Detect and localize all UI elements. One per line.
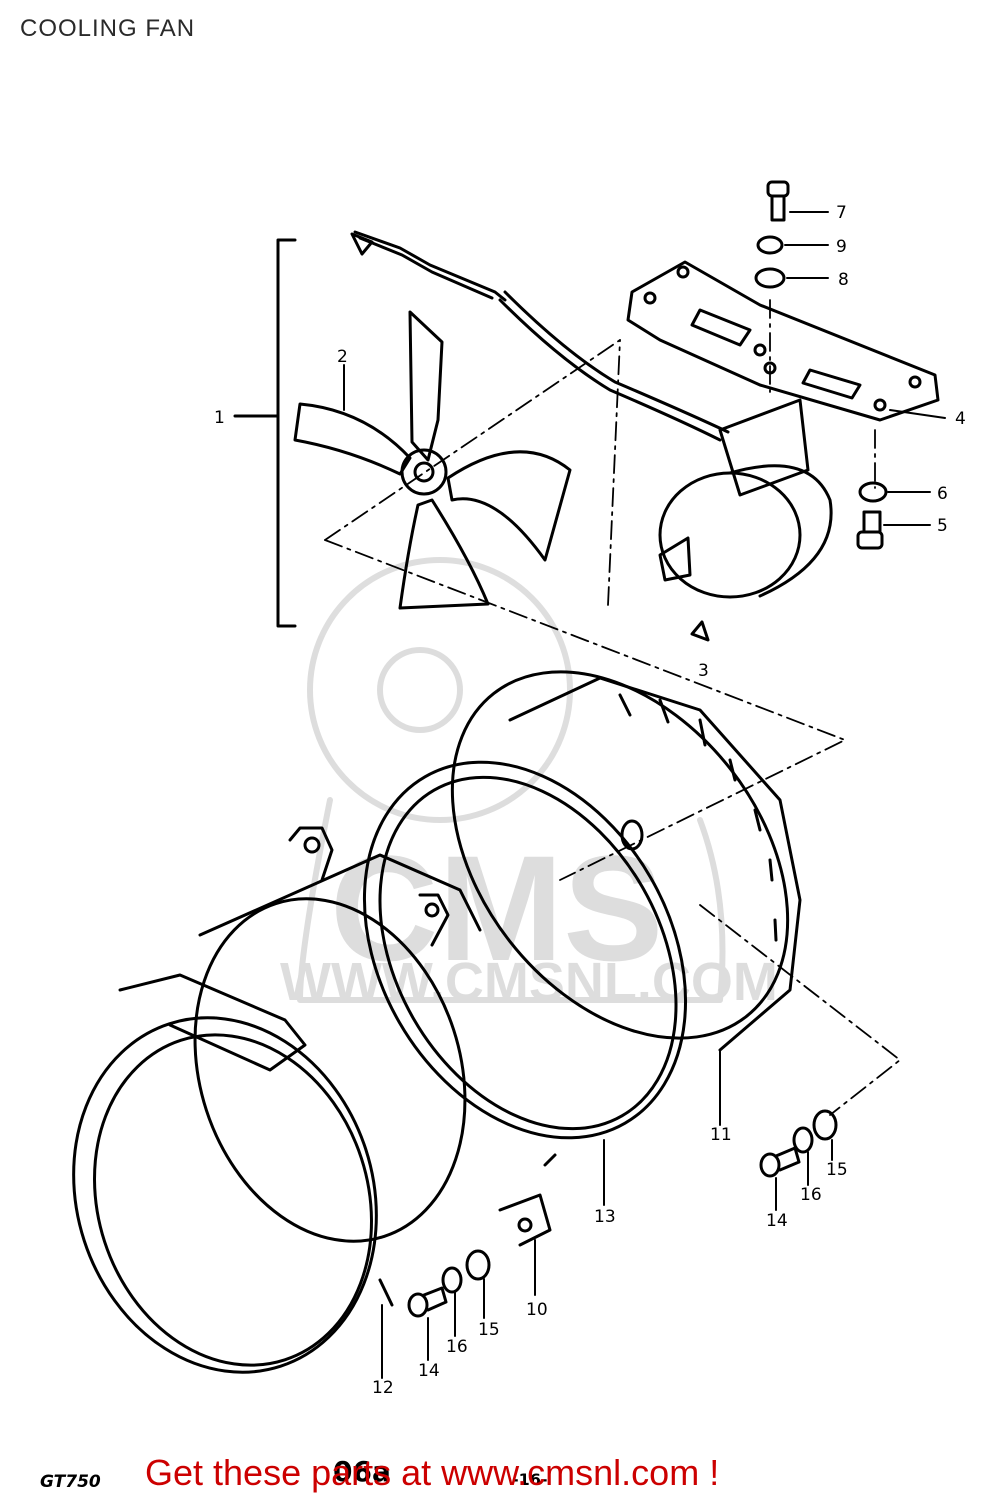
band-clamp-13 [362,760,688,1140]
page-title: COOLING FAN [20,15,196,42]
washer-15-right [812,1109,838,1141]
callout-13: 13 [594,1207,616,1227]
callout-3: 3 [698,661,709,681]
callout-15-lower: 15 [478,1320,500,1340]
bolt-5 [856,510,884,550]
assembly-bracket [233,238,297,628]
callout-5: 5 [937,516,948,536]
callout-10: 10 [526,1300,548,1320]
cms-watermark-logo: CMS WWW.CMSNL.COM [280,557,778,1012]
callout-6: 6 [937,484,948,504]
lockwasher-16-right [792,1126,814,1154]
callout-2: 2 [337,347,348,367]
alignment-lines [324,299,901,1116]
fan-blade [293,232,572,610]
mounting-plate [626,260,940,422]
fan-shroud-11 [450,670,802,1052]
get-parts-link[interactable]: Get these parts at www.cmsnl.com ! [145,1452,720,1493]
callout-9: 9 [836,237,847,257]
washer-8 [754,267,786,289]
fan-motor [353,230,833,642]
page-code: 06a [333,1455,391,1488]
callout-11: 11 [710,1125,732,1145]
callout-16-right: 16 [800,1185,822,1205]
bolt-7 [766,180,790,222]
callout-16-lower: 16 [446,1337,468,1357]
outer-ring-12 [72,973,394,1374]
page-suffix: -16- [512,1470,548,1489]
duct-10 [193,826,557,1247]
washer-15-lower [465,1249,491,1281]
callout-4: 4 [955,409,966,429]
callout-8: 8 [838,270,849,290]
callout-14-right: 14 [766,1211,788,1231]
watermark-url-text: WWW.CMSNL.COM [280,952,778,1012]
callout-7: 7 [836,203,847,223]
washer-6 [858,481,888,503]
lockwasher-16-lower [441,1266,463,1294]
bolt-14-right [759,1146,801,1178]
callout-1: 1 [214,408,225,428]
callout-15-right: 15 [826,1160,848,1180]
callout-labels: 1 2 3 4 5 6 7 8 9 10 11 12 13 14 16 15 1… [214,203,966,1398]
model-code: GT750 [40,1472,101,1492]
washer-9 [756,235,784,255]
bolt-14-lower [407,1286,448,1318]
callout-14-lower: 14 [418,1361,440,1381]
callout-12: 12 [372,1378,394,1398]
leader-lines [343,211,946,1379]
